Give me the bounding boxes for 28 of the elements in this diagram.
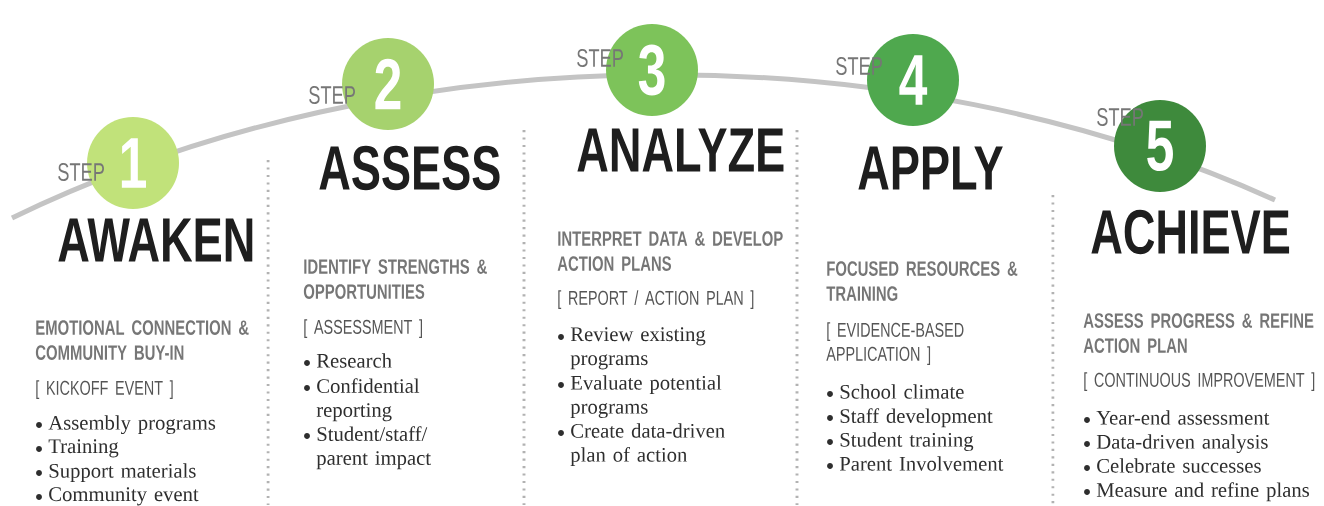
bullet-text: Review existing programs — [570, 327, 706, 370]
bracket-label: [ ASSESSMENT ] — [304, 319, 422, 338]
step-subtitle: INTERPRET DATA & DEVELOP ACTION PLANS — [557, 231, 783, 271]
step-subtitle: IDENTIFY STRENGTHS & OPPORTUNITIES — [303, 259, 487, 299]
bullet-text: Data-driven analysis — [1096, 434, 1268, 454]
bullet-text: Training — [48, 439, 119, 458]
bullet-text: Parent Involvement — [839, 456, 1004, 471]
bullet-text: Celebrate successes — [1097, 458, 1261, 473]
bracket-label: [ REPORT / ACTION PLAN ] — [558, 290, 754, 309]
bullet-text: Research — [316, 353, 392, 368]
bracket-label: [ EVIDENCE-BASED APPLICATION ] — [826, 322, 964, 365]
bullet-text: Student training — [840, 432, 974, 452]
bullet-text: School climate — [840, 384, 964, 399]
step-subtitle: EMOTIONAL CONNECTION & COMMUNITY BUY-IN — [35, 320, 249, 360]
bullet-text: Confidential reporting — [316, 378, 420, 422]
bullet-text: Student/staff/ parent impact — [316, 426, 431, 470]
bullet-text: Year-end assessment — [1096, 410, 1270, 425]
bracket-label: [ KICKOFF EVENT ] — [36, 380, 173, 399]
step-subtitle: FOCUSED RESOURCES & TRAINING — [826, 261, 1018, 301]
bullet-text: Evaluate potential programs — [570, 375, 722, 419]
bullet-text: Community event — [49, 487, 199, 506]
bullet-text: Create data-driven plan of action — [570, 423, 725, 466]
bullet-text: Measure and refine plans — [1096, 482, 1309, 502]
bracket-label: [ CONTINUOUS IMPROVEMENT ] — [1084, 372, 1315, 391]
step-subtitle: ASSESS PROGRESS & REFINE ACTION PLAN — [1083, 313, 1314, 353]
bullet-text: Assembly programs — [48, 415, 216, 435]
bullet-text: Staff development — [840, 408, 993, 428]
bullet-text: Support materials — [49, 463, 196, 482]
